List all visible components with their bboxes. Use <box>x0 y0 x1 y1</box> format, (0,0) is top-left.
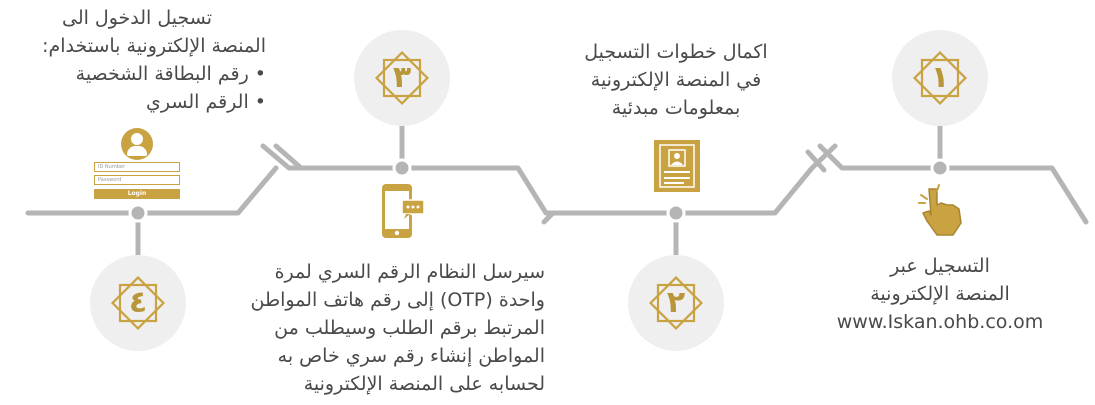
node-3 <box>392 158 412 178</box>
octagram-star-icon <box>648 275 704 331</box>
step-4-bullet-2: الرقم السري <box>8 88 266 116</box>
login-button: Login <box>94 189 180 199</box>
step-4-description: تسجيل الدخول الى المنصة الإلكترونية باست… <box>8 4 266 116</box>
step-2-description: اكمال خطوات التسجيل في المنصة الإلكتروني… <box>560 38 792 122</box>
step-1-number: ١ <box>930 60 950 95</box>
step-2-line-1: اكمال خطوات التسجيل <box>584 41 768 63</box>
step-4-line-2: المنصة الإلكترونية باستخدام: <box>42 35 266 57</box>
step-4-line-1: تسجيل الدخول الى <box>61 7 212 29</box>
id-number-field: ID Number <box>94 162 180 172</box>
node-4 <box>128 203 148 223</box>
step-3-description: سيرسل النظام الرقم السري لمرة واحدة (OTP… <box>200 258 546 398</box>
node-1 <box>930 158 950 178</box>
step-3-line-5: لحسابه على المنصة الإلكترونية <box>303 373 545 395</box>
step-3-badge: ٣ <box>354 30 450 126</box>
step-1-line-1: التسجيل عبر <box>890 255 990 277</box>
timeline-segment-3-offset <box>273 143 304 171</box>
step-2-number: ٢ <box>666 285 686 320</box>
step-1-line-2: المنصة الإلكترونية <box>870 283 1010 305</box>
octagram-star-icon <box>374 50 430 106</box>
step-2-line-3: بمعلومات مبدئية <box>611 97 741 119</box>
step-3-line-1: سيرسل النظام الرقم السري لمرة <box>274 261 545 283</box>
step-4-bullets: رقم البطاقة الشخصية الرقم السري <box>8 60 266 116</box>
step-3-line-4: المواطن إنشاء رقم سري خاص به <box>277 345 545 367</box>
timeline-segment-4 <box>25 165 279 216</box>
step-3-number: ٣ <box>392 60 412 95</box>
step-4-bullet-1: رقم البطاقة الشخصية <box>8 60 266 88</box>
step-1-url: www.Iskan.ohb.co.om <box>836 311 1044 333</box>
step-1-description: التسجيل عبر المنصة الإلكترونية www.Iskan… <box>820 252 1060 336</box>
node-2 <box>666 203 686 223</box>
login-form-icon <box>94 128 180 200</box>
login-button-label: Login <box>127 190 147 197</box>
timeline-segment-2-offset <box>541 210 556 225</box>
step-4-badge: ٤ <box>90 255 186 351</box>
password-placeholder: Password <box>98 177 122 183</box>
id-document-icon <box>654 140 700 192</box>
mobile-message-icon <box>382 184 425 238</box>
step-1-badge: ١ <box>892 30 988 126</box>
octagram-star-icon <box>110 275 166 331</box>
hand-pointer-icon <box>918 184 962 236</box>
octagram-star-icon <box>912 50 968 106</box>
step-3-line-3: المرتبط برقم الطلب وسيطلب من <box>274 317 545 339</box>
step-2-line-2: في المنصة الإلكترونية <box>590 69 762 91</box>
user-avatar-icon <box>121 128 153 160</box>
step-3-line-2: واحدة (OTP) إلى رقم هاتف المواطن <box>250 289 546 311</box>
id-number-placeholder: ID Number <box>98 164 125 170</box>
password-field: Password <box>94 175 180 185</box>
timeline-segment-2 <box>544 143 838 216</box>
step-4-number: ٤ <box>128 285 148 320</box>
step-2-badge: ٢ <box>628 255 724 351</box>
